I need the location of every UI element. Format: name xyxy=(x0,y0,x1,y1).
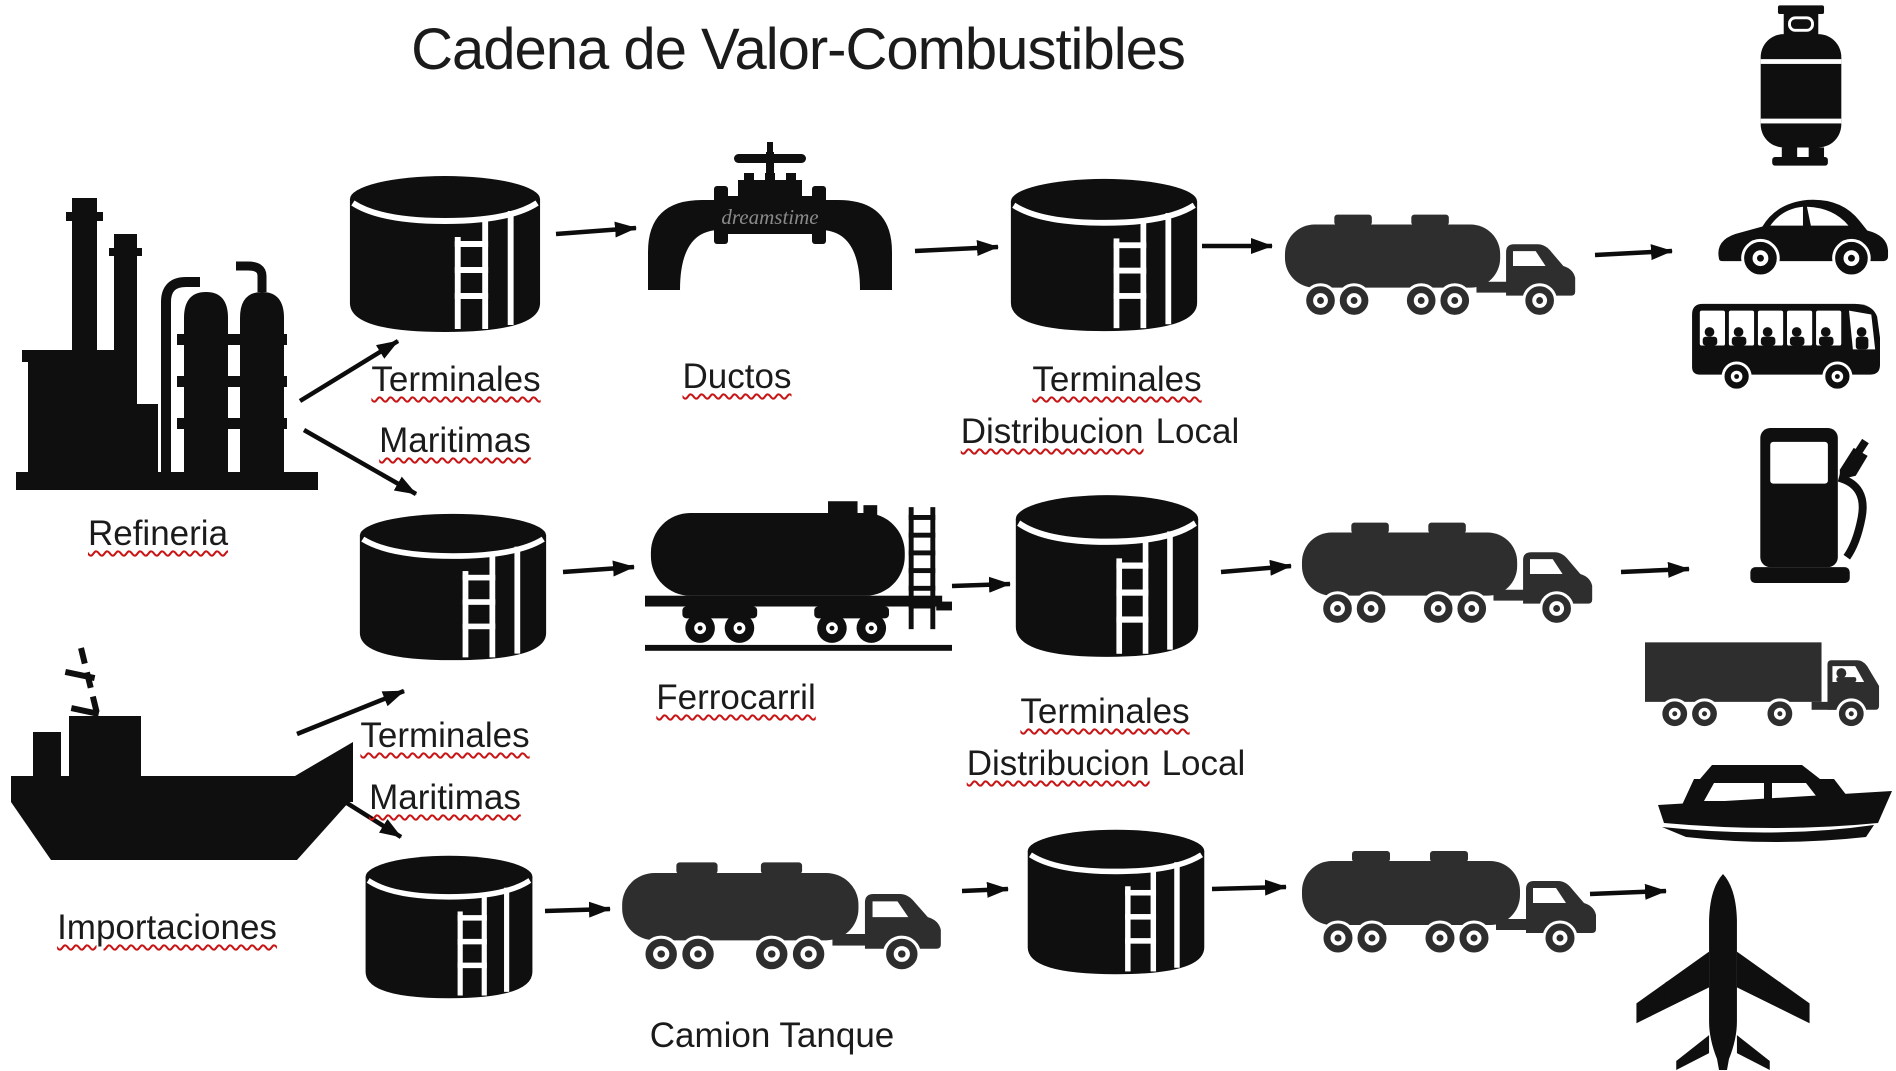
label-ductos: Ductos xyxy=(682,357,792,396)
tanker-truck-icon xyxy=(1301,522,1593,626)
arrow-railcar-to-tank4 xyxy=(951,576,1011,593)
storage-tank-icon xyxy=(349,176,541,332)
arrow-truck4-to-uses3 xyxy=(1589,883,1667,900)
pipeline-valve-icon: dreamstime xyxy=(648,142,892,290)
cargo-truck-icon xyxy=(1645,642,1880,730)
arrow-ductos-to-tank2 xyxy=(914,240,999,257)
arrow-tank1-to-ductos xyxy=(555,221,637,238)
arrow-tank4-to-truck2 xyxy=(1220,559,1292,576)
airplane-icon xyxy=(1636,873,1810,1071)
arrow-truck1-to-uses1 xyxy=(1594,244,1673,261)
gas-pump-icon xyxy=(1750,427,1869,584)
label-ferrocarril: Ferrocarril xyxy=(656,678,816,717)
label-importaciones: Importaciones xyxy=(57,908,277,947)
storage-tank-icon xyxy=(1027,829,1205,975)
storage-tank-icon xyxy=(359,513,547,661)
car-icon xyxy=(1718,199,1889,278)
tanker-truck-icon xyxy=(1302,851,1596,956)
label-terminales-maritimas-row3-line1: Terminales xyxy=(360,716,530,755)
storage-tank-icon xyxy=(1015,495,1199,657)
arrow-tank6-to-truck4 xyxy=(1211,879,1287,896)
tanker-truck-icon xyxy=(622,862,941,973)
arrow-tank3-to-railcar xyxy=(562,560,635,577)
storage-tank-icon xyxy=(365,855,533,999)
arrow-tank5-to-truck3 xyxy=(544,901,611,918)
label-terminales-maritimas-row1-line2: Maritimas xyxy=(379,421,531,460)
cargo-ship-icon xyxy=(11,647,353,860)
label-terminales-dl-row2-line1: Terminales xyxy=(1020,692,1190,731)
arrow-refinery-to-tank1 xyxy=(298,339,400,403)
arrow-truck3-to-tank6 xyxy=(961,881,1009,898)
arrow-ship-to-tank3 xyxy=(296,688,405,737)
boat-icon xyxy=(1658,765,1892,842)
gas-cylinder-icon xyxy=(1760,5,1842,166)
label-terminales-maritimas-row3-line2: Maritimas xyxy=(369,778,521,817)
refinery-icon xyxy=(16,198,318,490)
arrow-refinery-to-tank3 xyxy=(302,428,418,496)
label-refineria: Refineria xyxy=(87,514,229,553)
label-terminales-maritimas-row1-line1: Terminales xyxy=(371,360,541,399)
arrow-truck2-to-pump xyxy=(1620,561,1690,578)
railcar-tank-icon xyxy=(645,501,952,651)
storage-tank-icon xyxy=(1010,178,1198,332)
watermark-text: dreamstime xyxy=(721,205,818,229)
tanker-truck-icon xyxy=(1284,214,1576,318)
page-title: Cadena de Valor-Combustibles xyxy=(411,17,1186,82)
label-camion-tanque: Camion Tanque xyxy=(649,1016,895,1055)
label-terminales-dl-row1-line1: Terminales xyxy=(1032,360,1202,399)
bus-icon xyxy=(1692,303,1880,392)
